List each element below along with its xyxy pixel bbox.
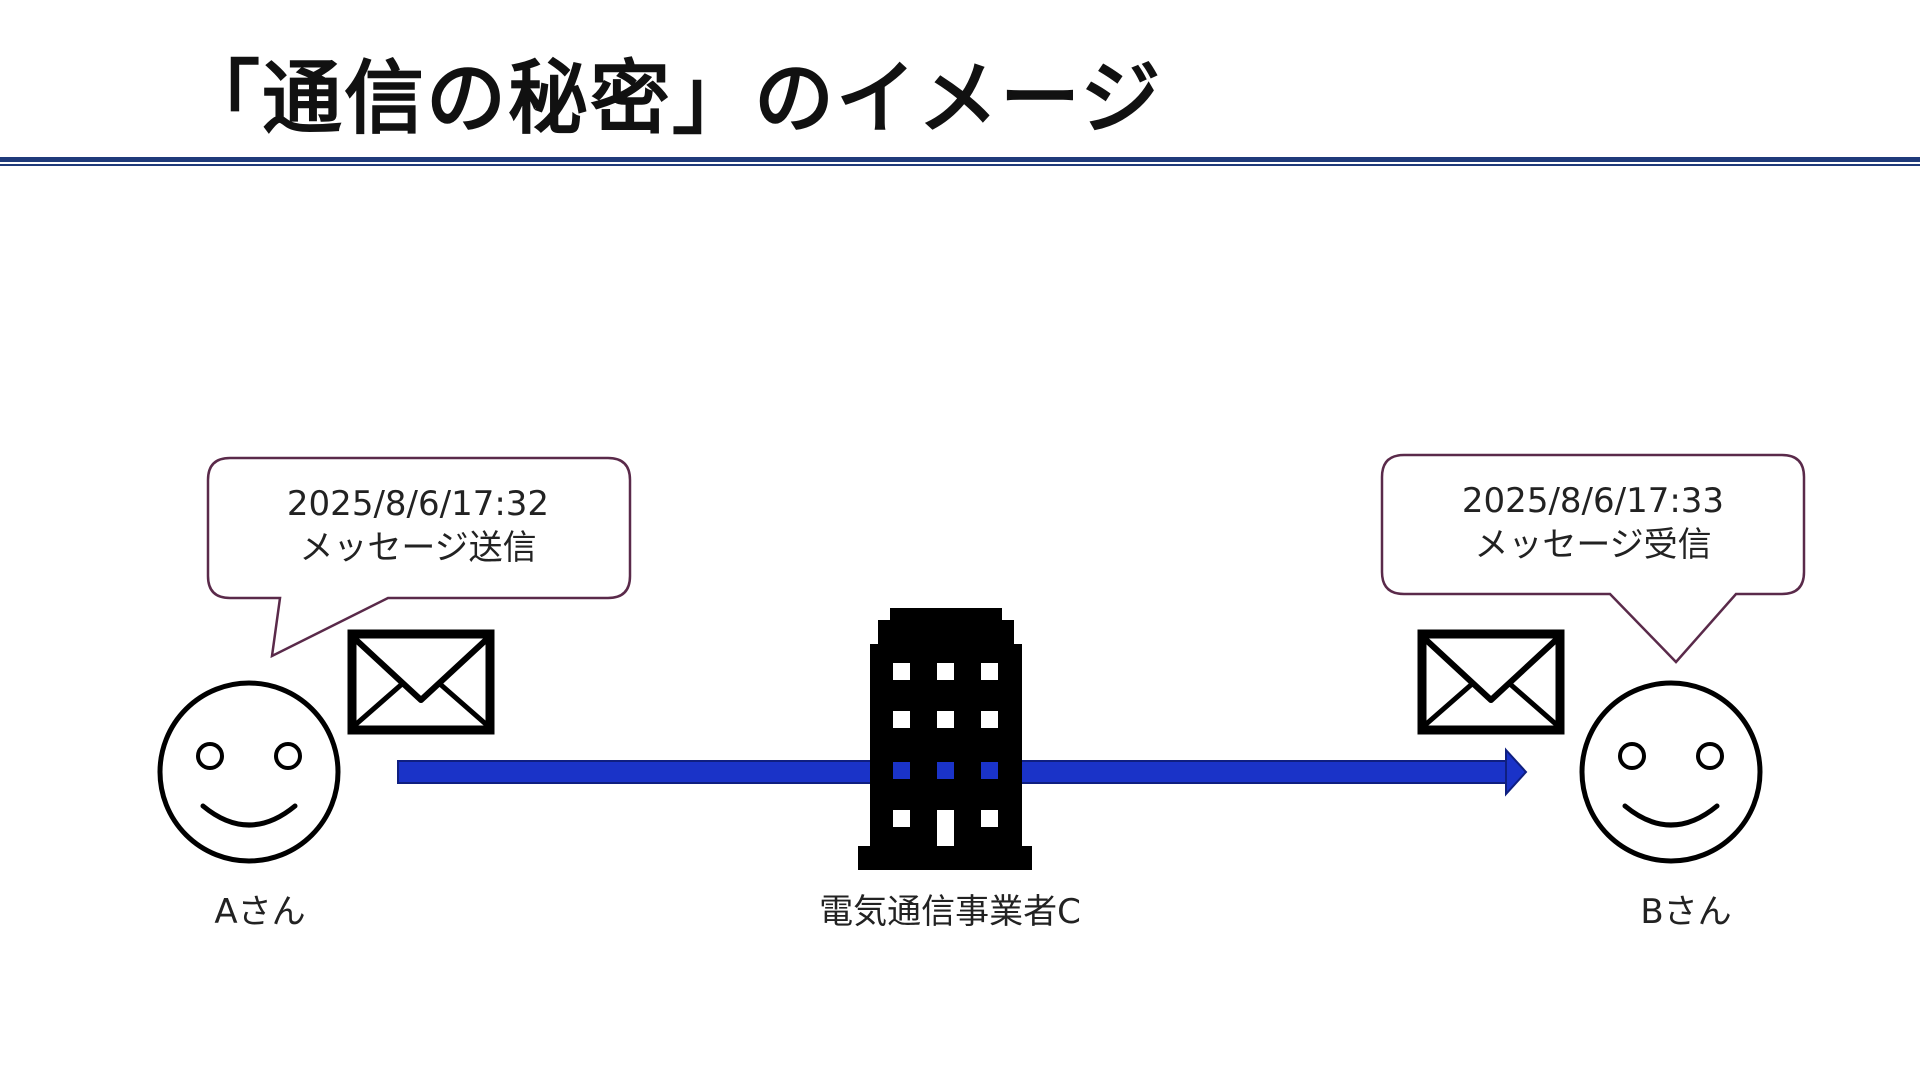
receiver-bubble-text: 2025/8/6/17:33 メッセージ受信 [1383, 479, 1803, 567]
receiver-label: Bさん [1640, 892, 1732, 932]
title-divider-thin [0, 164, 1920, 166]
receiver-receive-action: メッセージ受信 [1474, 525, 1712, 565]
office-building-icon [858, 608, 1032, 870]
sender-envelope-icon [347, 629, 495, 735]
sender-smiley-face-icon [157, 680, 341, 864]
receiver-speech-bubble [1380, 453, 1806, 664]
receiver-envelope-icon [1417, 629, 1565, 735]
sender-send-time: 2025/8/6/17:32 [286, 484, 550, 524]
receiver-receive-time: 2025/8/6/17:33 [1461, 481, 1725, 521]
sender-label: Aさん [214, 892, 306, 932]
sender-speech-bubble [206, 456, 632, 659]
carrier-label: 電気通信事業者C [819, 892, 1081, 932]
sender-send-action: メッセージ送信 [299, 528, 537, 568]
title-divider-thick [0, 157, 1920, 162]
sender-bubble-text: 2025/8/6/17:32 メッセージ送信 [208, 482, 628, 570]
page-title: 「通信の秘密」のイメージ [180, 51, 1163, 145]
receiver-smiley-face-icon [1579, 680, 1763, 864]
